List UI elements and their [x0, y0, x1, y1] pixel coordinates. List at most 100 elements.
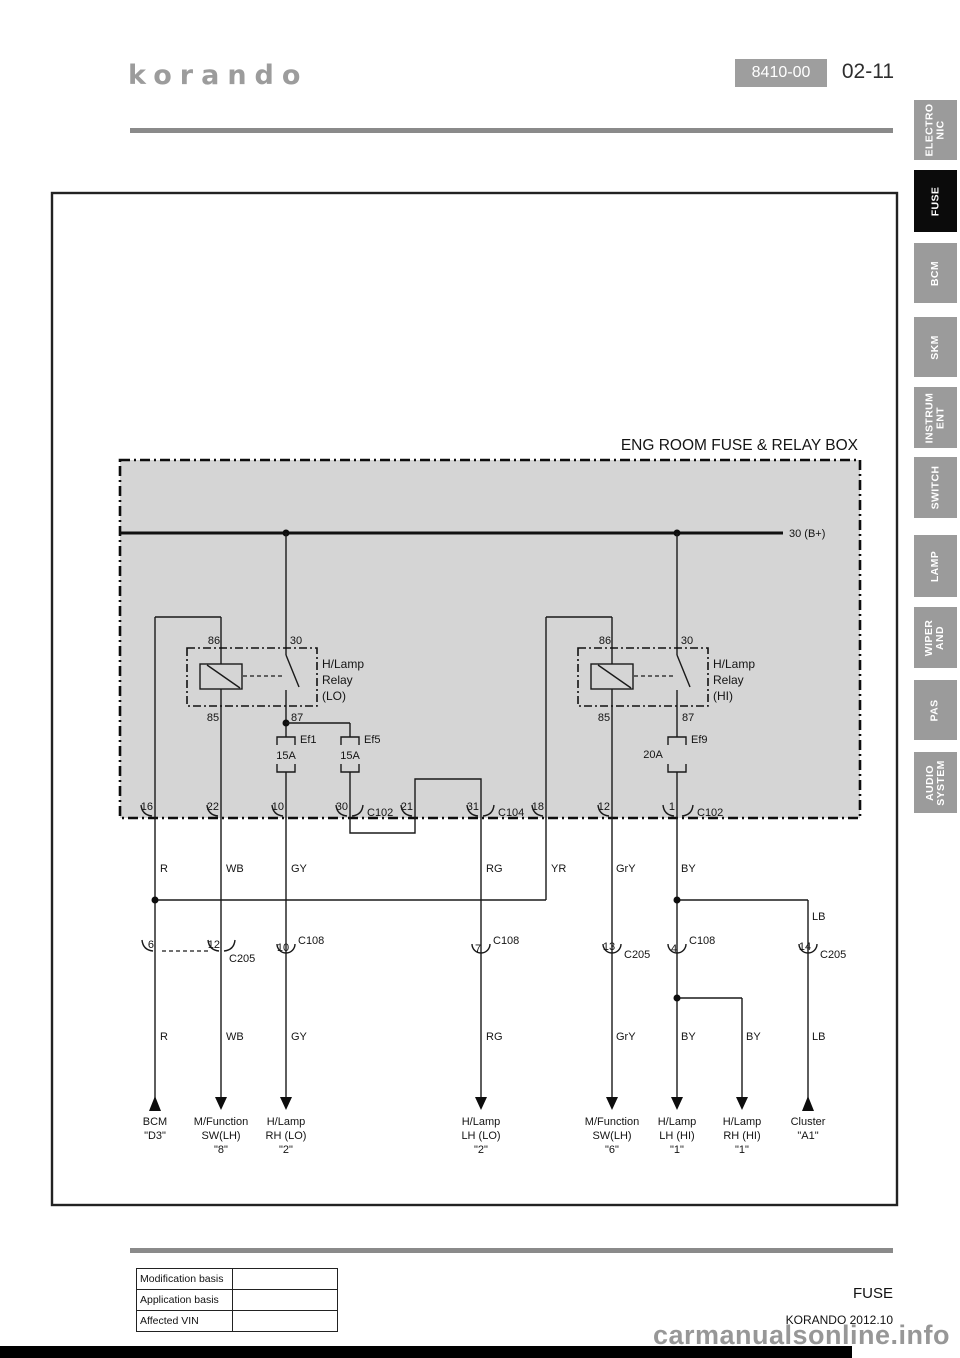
jumper-21-31: [414, 778, 482, 818]
dest-line: H/Lamp: [462, 1116, 501, 1128]
wire-colors-lower: R WB GY RG GrY BY BY LB: [160, 1031, 825, 1043]
diagram-frame: [50, 191, 899, 1207]
fuse-name: Ef1: [300, 734, 317, 746]
relay-name: (LO): [322, 689, 346, 703]
connector-name: C205: [229, 953, 255, 965]
connector-pin: 7: [475, 943, 481, 955]
relay-coil: [199, 663, 243, 690]
dest-line: LH (LO): [461, 1130, 500, 1142]
wire-colors-upper: R WB GY RG YR GrY BY LB: [160, 863, 825, 923]
connector-pin: 4: [671, 943, 677, 955]
jumper-30-21: [349, 818, 416, 834]
connector-pin: 10: [277, 942, 289, 954]
circuit-destinations: BCM "D3" M/Function SW(LH) "8" H/Lamp RH…: [143, 1096, 826, 1156]
hlamp-relay-hi: 86 30 85 87 H/Lamp Relay (HI): [545, 533, 755, 818]
edge-pin: 10: [272, 801, 284, 813]
hlamp-relay-lo: 86 30 85 87 H/Lamp Relay (LO): [154, 533, 364, 818]
section-code: 8410-00: [751, 64, 811, 81]
bottom-bar: [0, 1346, 852, 1358]
footer-model-year: KORANDO 2012.10: [785, 1313, 893, 1327]
footer-rule: [130, 1248, 893, 1253]
up-arrow: [802, 1096, 814, 1111]
wire-color: BY: [746, 1031, 761, 1043]
footer-section-name: FUSE: [852, 1285, 893, 1302]
down-arrow: [280, 1097, 292, 1110]
edge-pin: 1: [669, 801, 675, 813]
relay-outline: [186, 647, 318, 707]
wire-color: GY: [291, 863, 308, 875]
edge-pin: 30: [336, 801, 348, 813]
wire-color: YR: [551, 863, 566, 875]
dest-line: "D3": [144, 1130, 166, 1142]
wire-color: R: [160, 863, 168, 875]
tab-skm: SKM: [914, 317, 957, 377]
connector-name: C205: [820, 949, 846, 961]
row-value: [233, 1290, 337, 1310]
wire-color: GrY: [616, 1031, 636, 1043]
relay-pin-87: 87: [682, 712, 694, 724]
wire-color: GY: [291, 1031, 308, 1043]
down-arrow: [606, 1097, 618, 1110]
relay-pin-86: 86: [208, 635, 220, 647]
edge-pin: 22: [207, 801, 219, 813]
header-rule: [130, 128, 893, 133]
dest-line: LH (HI): [659, 1130, 694, 1142]
tab-switch: SWITCH: [914, 457, 957, 518]
korando-logo: korando: [128, 60, 309, 91]
fuse-name: Ef9: [691, 734, 708, 746]
up-arrow: [149, 1096, 161, 1111]
fuse-ef5: Ef5 15A: [340, 734, 381, 818]
table-row: Affected VIN: [137, 1311, 337, 1331]
dest-line: H/Lamp: [658, 1116, 697, 1128]
box-edge-pins: 16 22 10 30 C102 21 31 C104 18 12 1 C102: [140, 778, 723, 834]
connector-name: C108: [493, 935, 519, 947]
fuse-ef1: Ef1 15A: [276, 734, 317, 818]
junction-dot: [151, 896, 159, 904]
wire-color: BY: [681, 1031, 696, 1043]
dest-line: SW(LH): [592, 1130, 631, 1142]
edge-connector: C102: [367, 807, 393, 819]
relay-pin-30: 30: [290, 635, 302, 647]
relay-name: Relay: [713, 673, 744, 687]
fuse-rating: 20A: [643, 749, 663, 761]
table-row: Application basis: [137, 1290, 337, 1311]
revision-table: Modification basis Application basis Aff…: [136, 1268, 338, 1332]
row-label: Affected VIN: [137, 1311, 233, 1331]
relay-name: (HI): [713, 689, 733, 703]
relay-name: Relay: [322, 673, 353, 687]
dest-line: "1": [670, 1144, 684, 1156]
wire-color: BY: [681, 863, 696, 875]
dest-line: BCM: [143, 1116, 167, 1128]
edge-pin: 12: [598, 801, 610, 813]
tab-pas: PAS: [914, 680, 957, 740]
inline-connectors: 6 12 C205 10 C108 7 C108 13 C205 4 C108 …: [141, 935, 846, 965]
dest-line: H/Lamp: [723, 1116, 762, 1128]
watermark: carmanualsonline.info: [652, 1320, 950, 1350]
edge-pin: 21: [401, 801, 413, 813]
dest-line: "1": [735, 1144, 749, 1156]
relay-name: H/Lamp: [713, 657, 755, 671]
relay-name: H/Lamp: [322, 657, 364, 671]
bus-label: 30 (B+): [789, 528, 825, 540]
dest-line: H/Lamp: [267, 1116, 306, 1128]
row-value: [233, 1311, 337, 1331]
down-arrow: [215, 1097, 227, 1110]
row-value: [233, 1269, 337, 1289]
dest-line: M/Function: [585, 1116, 639, 1128]
wire-color: R: [160, 1031, 168, 1043]
relay-pin-87: 87: [291, 712, 303, 724]
edge-pin: 31: [467, 801, 479, 813]
wire-color: LB: [812, 1031, 825, 1043]
harness-wires: [151, 818, 809, 1100]
fuse-name: Ef5: [364, 734, 381, 746]
eng-room-fuse-relay-box: [118, 458, 862, 820]
relay-pin-85: 85: [207, 712, 219, 724]
junction-dot: [673, 896, 681, 904]
wire-color: LB: [812, 911, 825, 923]
connector-pin: 6: [148, 939, 154, 951]
dest-line: RH (HI): [723, 1130, 760, 1142]
